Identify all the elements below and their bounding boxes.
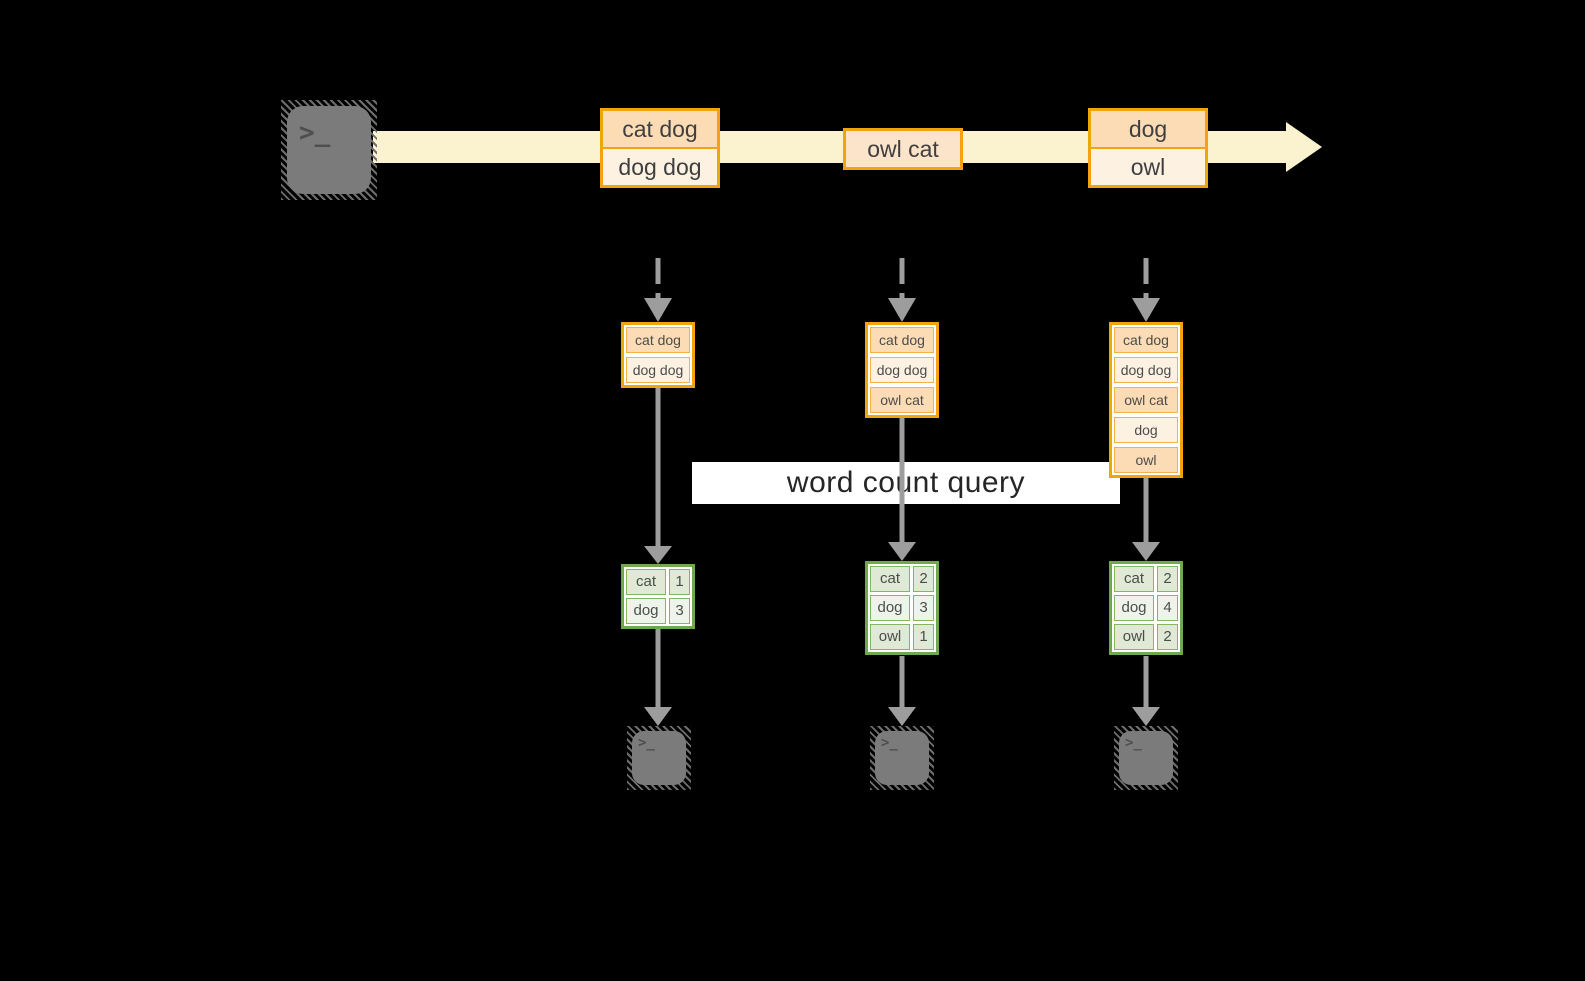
stream-event-box-2: owl cat — [843, 128, 963, 170]
word-cell: owl — [870, 624, 910, 650]
event-line: cat dog — [603, 111, 717, 147]
word-cell: owl — [1114, 624, 1154, 650]
buffer-row: dog dog — [870, 357, 934, 383]
output-arrowhead-icon-1 — [644, 707, 672, 726]
event-line: owl — [1091, 147, 1205, 185]
output-terminal-icon-2: >_ — [870, 726, 934, 790]
event-line: dog — [1091, 111, 1205, 147]
buffer-row: dog dog — [626, 357, 690, 383]
terminal-prompt-icon: >_ — [299, 118, 331, 148]
result-row: cat 2 — [870, 566, 934, 592]
terminal-screen — [287, 106, 371, 194]
query-arrowhead-icon-2 — [888, 542, 916, 561]
buffer-row: owl — [1114, 447, 1178, 473]
query-arrowhead-icon-1 — [644, 546, 672, 564]
ingest-arrowhead-icon-2 — [888, 298, 916, 322]
count-cell: 3 — [913, 595, 934, 621]
stream-event-box-1: cat dog dog dog — [600, 108, 720, 188]
output-terminal-icon-1: >_ — [627, 726, 691, 790]
buffer-table-2: cat dog dog dog owl cat — [865, 322, 939, 418]
result-row: dog 3 — [870, 595, 934, 621]
buffer-row: cat dog — [1114, 327, 1178, 353]
source-terminal-icon: >_ — [281, 100, 377, 200]
stream-timeline-arrowhead-icon — [1286, 122, 1322, 172]
result-table-3: cat 2 dog 4 owl 2 — [1109, 561, 1183, 655]
result-table-1: cat 1 dog 3 — [621, 564, 695, 629]
output-arrowhead-icon-3 — [1132, 707, 1160, 726]
count-cell: 2 — [1157, 624, 1178, 650]
output-arrowhead-icon-2 — [888, 707, 916, 726]
terminal-prompt-icon: >_ — [638, 735, 655, 751]
stream-event-box-3: dog owl — [1088, 108, 1208, 188]
terminal-screen — [875, 731, 929, 785]
count-cell: 2 — [1157, 566, 1178, 592]
word-cell: dog — [626, 598, 666, 624]
terminal-screen — [1119, 731, 1173, 785]
result-row: cat 1 — [626, 569, 690, 595]
output-terminal-icon-3: >_ — [1114, 726, 1178, 790]
terminal-prompt-icon: >_ — [1125, 735, 1142, 751]
query-arrowhead-icon-3 — [1132, 542, 1160, 561]
result-row: dog 4 — [1114, 595, 1178, 621]
word-cell: cat — [870, 566, 910, 592]
word-cell: cat — [626, 569, 666, 595]
ingest-arrowhead-icon-3 — [1132, 298, 1160, 322]
word-cell: dog — [870, 595, 910, 621]
count-cell: 3 — [669, 598, 690, 624]
ingest-arrowhead-icon-1 — [644, 298, 672, 322]
result-row: owl 1 — [870, 624, 934, 650]
buffer-row: owl cat — [1114, 387, 1178, 413]
word-cell: cat — [1114, 566, 1154, 592]
buffer-table-3: cat dog dog dog owl cat dog owl — [1109, 322, 1183, 478]
buffer-row: owl cat — [870, 387, 934, 413]
count-cell: 1 — [669, 569, 690, 595]
event-line: dog dog — [603, 147, 717, 185]
result-row: owl 2 — [1114, 624, 1178, 650]
word-cell: dog — [1114, 595, 1154, 621]
count-cell: 4 — [1157, 595, 1178, 621]
query-banner: word count query — [692, 462, 1120, 504]
terminal-screen — [632, 731, 686, 785]
result-row: cat 2 — [1114, 566, 1178, 592]
event-line: owl cat — [846, 131, 960, 167]
terminal-prompt-icon: >_ — [881, 735, 898, 751]
result-table-2: cat 2 dog 3 owl 1 — [865, 561, 939, 655]
buffer-row: dog dog — [1114, 357, 1178, 383]
count-cell: 1 — [913, 624, 934, 650]
buffer-table-1: cat dog dog dog — [621, 322, 695, 388]
buffer-row: dog — [1114, 417, 1178, 443]
query-label: word count query — [786, 466, 1026, 499]
buffer-row: cat dog — [870, 327, 934, 353]
buffer-row: cat dog — [626, 327, 690, 353]
count-cell: 2 — [913, 566, 934, 592]
result-row: dog 3 — [626, 598, 690, 624]
